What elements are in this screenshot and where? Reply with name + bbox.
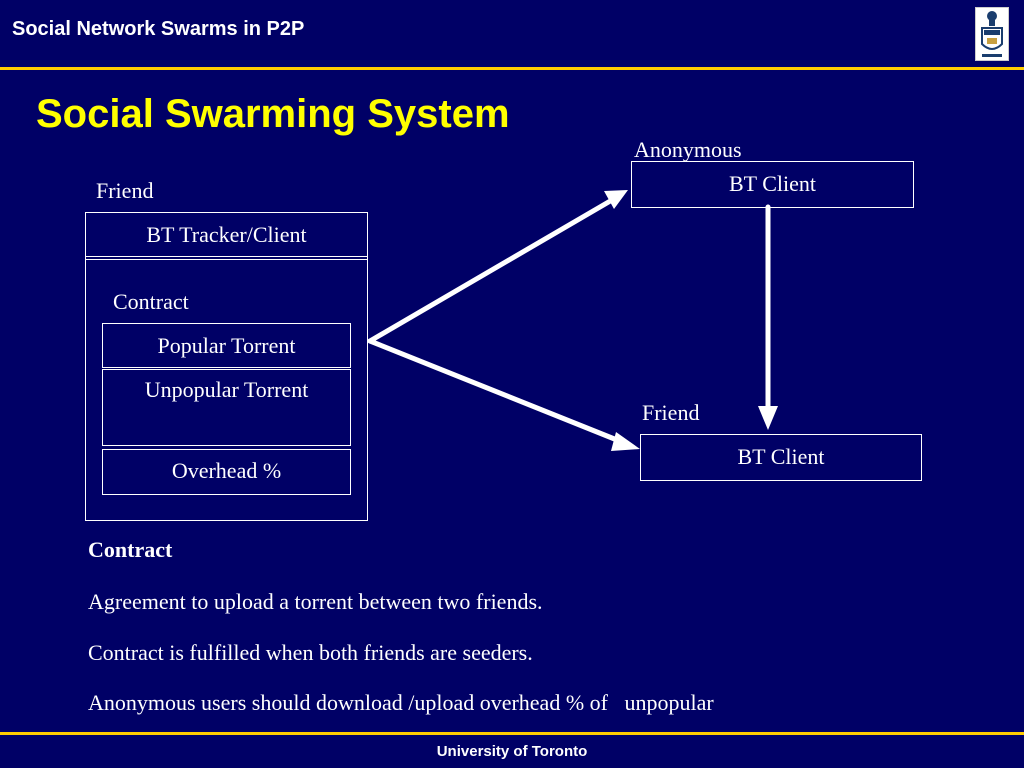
anonymous-label: Anonymous	[634, 137, 742, 162]
arrow-to-anonymous	[367, 197, 615, 344]
anonymous-bt-client-label: BT Client	[729, 171, 816, 196]
friend-bt-client-box: BT Client	[640, 434, 922, 481]
body-line-1: Agreement to upload a torrent between tw…	[88, 589, 543, 614]
arrowhead-down	[758, 406, 778, 430]
title-divider	[85, 259, 368, 260]
left-role-label: Friend	[96, 178, 154, 203]
overhead-label: Overhead %	[171, 458, 282, 483]
header-rule	[0, 67, 1024, 70]
body-heading: Contract	[88, 537, 173, 562]
arrowhead-anonymous	[604, 190, 628, 209]
arrow-to-friend	[367, 338, 625, 445]
university-crest-logo	[975, 7, 1009, 61]
header-title: Social Network Swarms in P2P	[12, 18, 305, 40]
friend-right-label: Friend	[642, 400, 700, 425]
anonymous-bt-client-box: BT Client	[631, 161, 914, 208]
footer-rule	[0, 732, 1024, 735]
friend-bt-client-label: BT Client	[737, 444, 825, 469]
arrowhead-friend	[611, 432, 640, 451]
body-line-3: Anonymous users should download /upload …	[88, 690, 714, 715]
footer-text: University of Toronto	[436, 743, 588, 760]
tracker-client-title-box: BT Tracker/Client	[85, 212, 368, 257]
popular-torrent-box: Popular Torrent	[102, 323, 351, 368]
contract-label: Contract	[113, 289, 189, 314]
unpopular-torrent-label: Unpopular Torrent	[144, 377, 309, 402]
slide-title: Social Swarming System	[36, 92, 510, 136]
popular-torrent-label: Popular Torrent	[157, 333, 296, 358]
overhead-box: Overhead %	[102, 449, 351, 495]
unpopular-torrent-box: Unpopular Torrent	[102, 369, 351, 446]
tracker-client-title: BT Tracker/Client	[146, 222, 307, 247]
body-line-2: Contract is fulfilled when both friends …	[88, 640, 533, 665]
